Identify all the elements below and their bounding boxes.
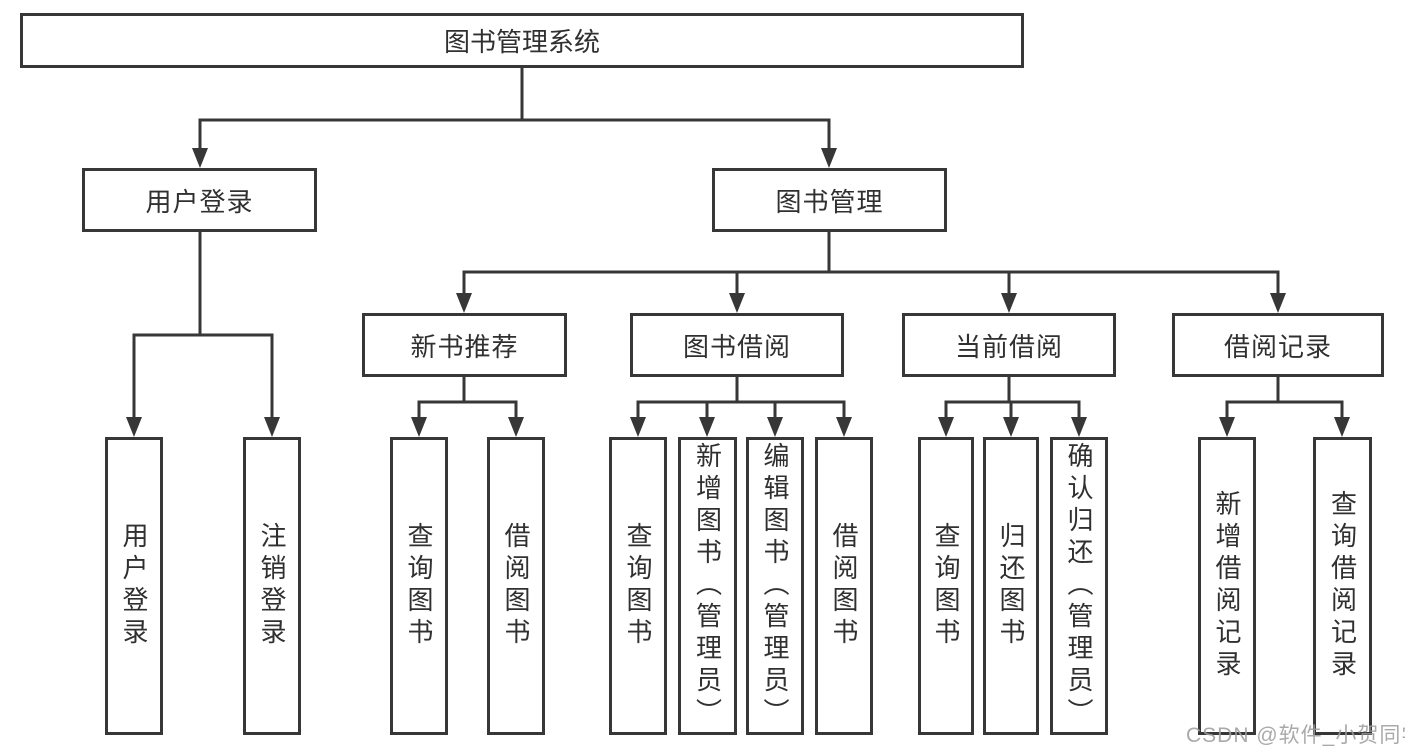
- leaf-label: 查询借阅记录: [1327, 490, 1358, 682]
- leaf-label: 借阅图书: [829, 522, 859, 650]
- node-current-borrow: 当前借阅: [902, 313, 1116, 377]
- node-user-login: 用户登录: [82, 168, 317, 232]
- leaf-label: 查询图书: [623, 522, 653, 650]
- leaf-label: 确认归还（管理员）: [1064, 442, 1094, 730]
- leaf-return-book: 归还图书: [983, 437, 1039, 735]
- leaf-label: 新增借阅记录: [1212, 490, 1242, 682]
- leaf-label: 查询图书: [404, 522, 434, 650]
- leaf-user-login: 用户登录: [105, 437, 163, 735]
- leaf-edit-book-admin: 编辑图书（管理员）: [746, 437, 804, 735]
- leaf-label: 注销登录: [257, 522, 287, 650]
- node-borrow-records: 借阅记录: [1172, 313, 1384, 377]
- leaf-borrow-books-1: 借阅图书: [487, 437, 545, 735]
- node-book-management: 图书管理: [712, 168, 947, 232]
- tree-edges: [132, 65, 1344, 423]
- leaf-add-borrow-record: 新增借阅记录: [1198, 437, 1256, 735]
- leaf-label: 编辑图书（管理员）: [760, 442, 790, 730]
- node-library-system: 图书管理系统: [20, 13, 1024, 68]
- leaf-query-books-3: 查询图书: [918, 437, 974, 735]
- leaf-label: 用户登录: [119, 522, 149, 650]
- leaf-label: 借阅图书: [501, 522, 531, 650]
- csdn-watermark: CSDN @软件_小贺同学: [1186, 724, 1405, 747]
- leaf-label: 归还图书: [996, 522, 1026, 650]
- node-book-borrow: 图书借阅: [630, 313, 844, 377]
- leaf-label: 新增图书（管理员）: [692, 442, 723, 730]
- leaf-query-borrow-record: 查询借阅记录: [1313, 437, 1372, 735]
- leaf-logout: 注销登录: [243, 437, 301, 735]
- leaf-label: 查询图书: [931, 522, 961, 650]
- leaf-add-book-admin: 新增图书（管理员）: [678, 437, 737, 735]
- node-new-book-recommend: 新书推荐: [362, 313, 567, 377]
- leaf-query-books-1: 查询图书: [390, 437, 448, 735]
- leaf-query-books-2: 查询图书: [609, 437, 667, 735]
- leaf-borrow-books-2: 借阅图书: [815, 437, 873, 735]
- leaf-confirm-return-admin: 确认归还（管理员）: [1050, 437, 1108, 735]
